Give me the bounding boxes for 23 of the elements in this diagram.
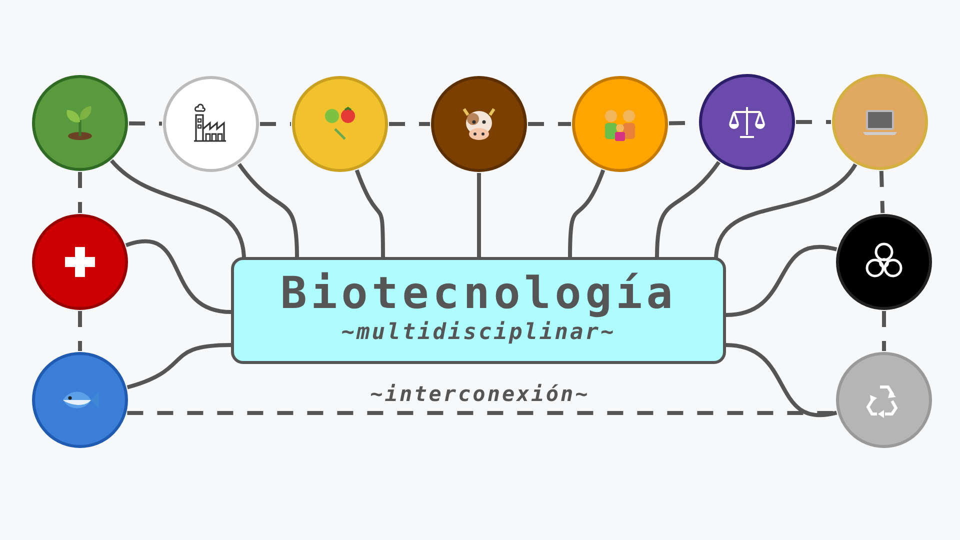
caption-text: ~interconexión~ bbox=[369, 382, 591, 406]
dashed-connector bbox=[128, 121, 162, 126]
dashed-connector bbox=[260, 122, 291, 126]
dashed-connector bbox=[882, 311, 886, 351]
title-text: Biotecnología bbox=[279, 268, 678, 319]
dashed-connector bbox=[389, 122, 430, 126]
connector-line bbox=[477, 173, 481, 257]
subtitle-text: ~multidisciplinar~ bbox=[340, 320, 617, 345]
dashed-connector bbox=[78, 311, 82, 351]
connector-line bbox=[655, 160, 720, 258]
dashed-connector bbox=[78, 172, 82, 213]
connector-line bbox=[126, 343, 232, 390]
dashed-connector bbox=[796, 120, 831, 124]
dashed-connector bbox=[879, 170, 885, 214]
connector-line bbox=[354, 169, 385, 257]
connector-line bbox=[714, 163, 858, 260]
connector-line bbox=[726, 343, 837, 418]
connector-line bbox=[238, 162, 299, 258]
title-box bbox=[231, 257, 726, 364]
connector-line bbox=[126, 240, 232, 314]
connector-line bbox=[726, 244, 837, 317]
connector-line bbox=[568, 169, 606, 258]
dashed-connector bbox=[528, 122, 571, 126]
